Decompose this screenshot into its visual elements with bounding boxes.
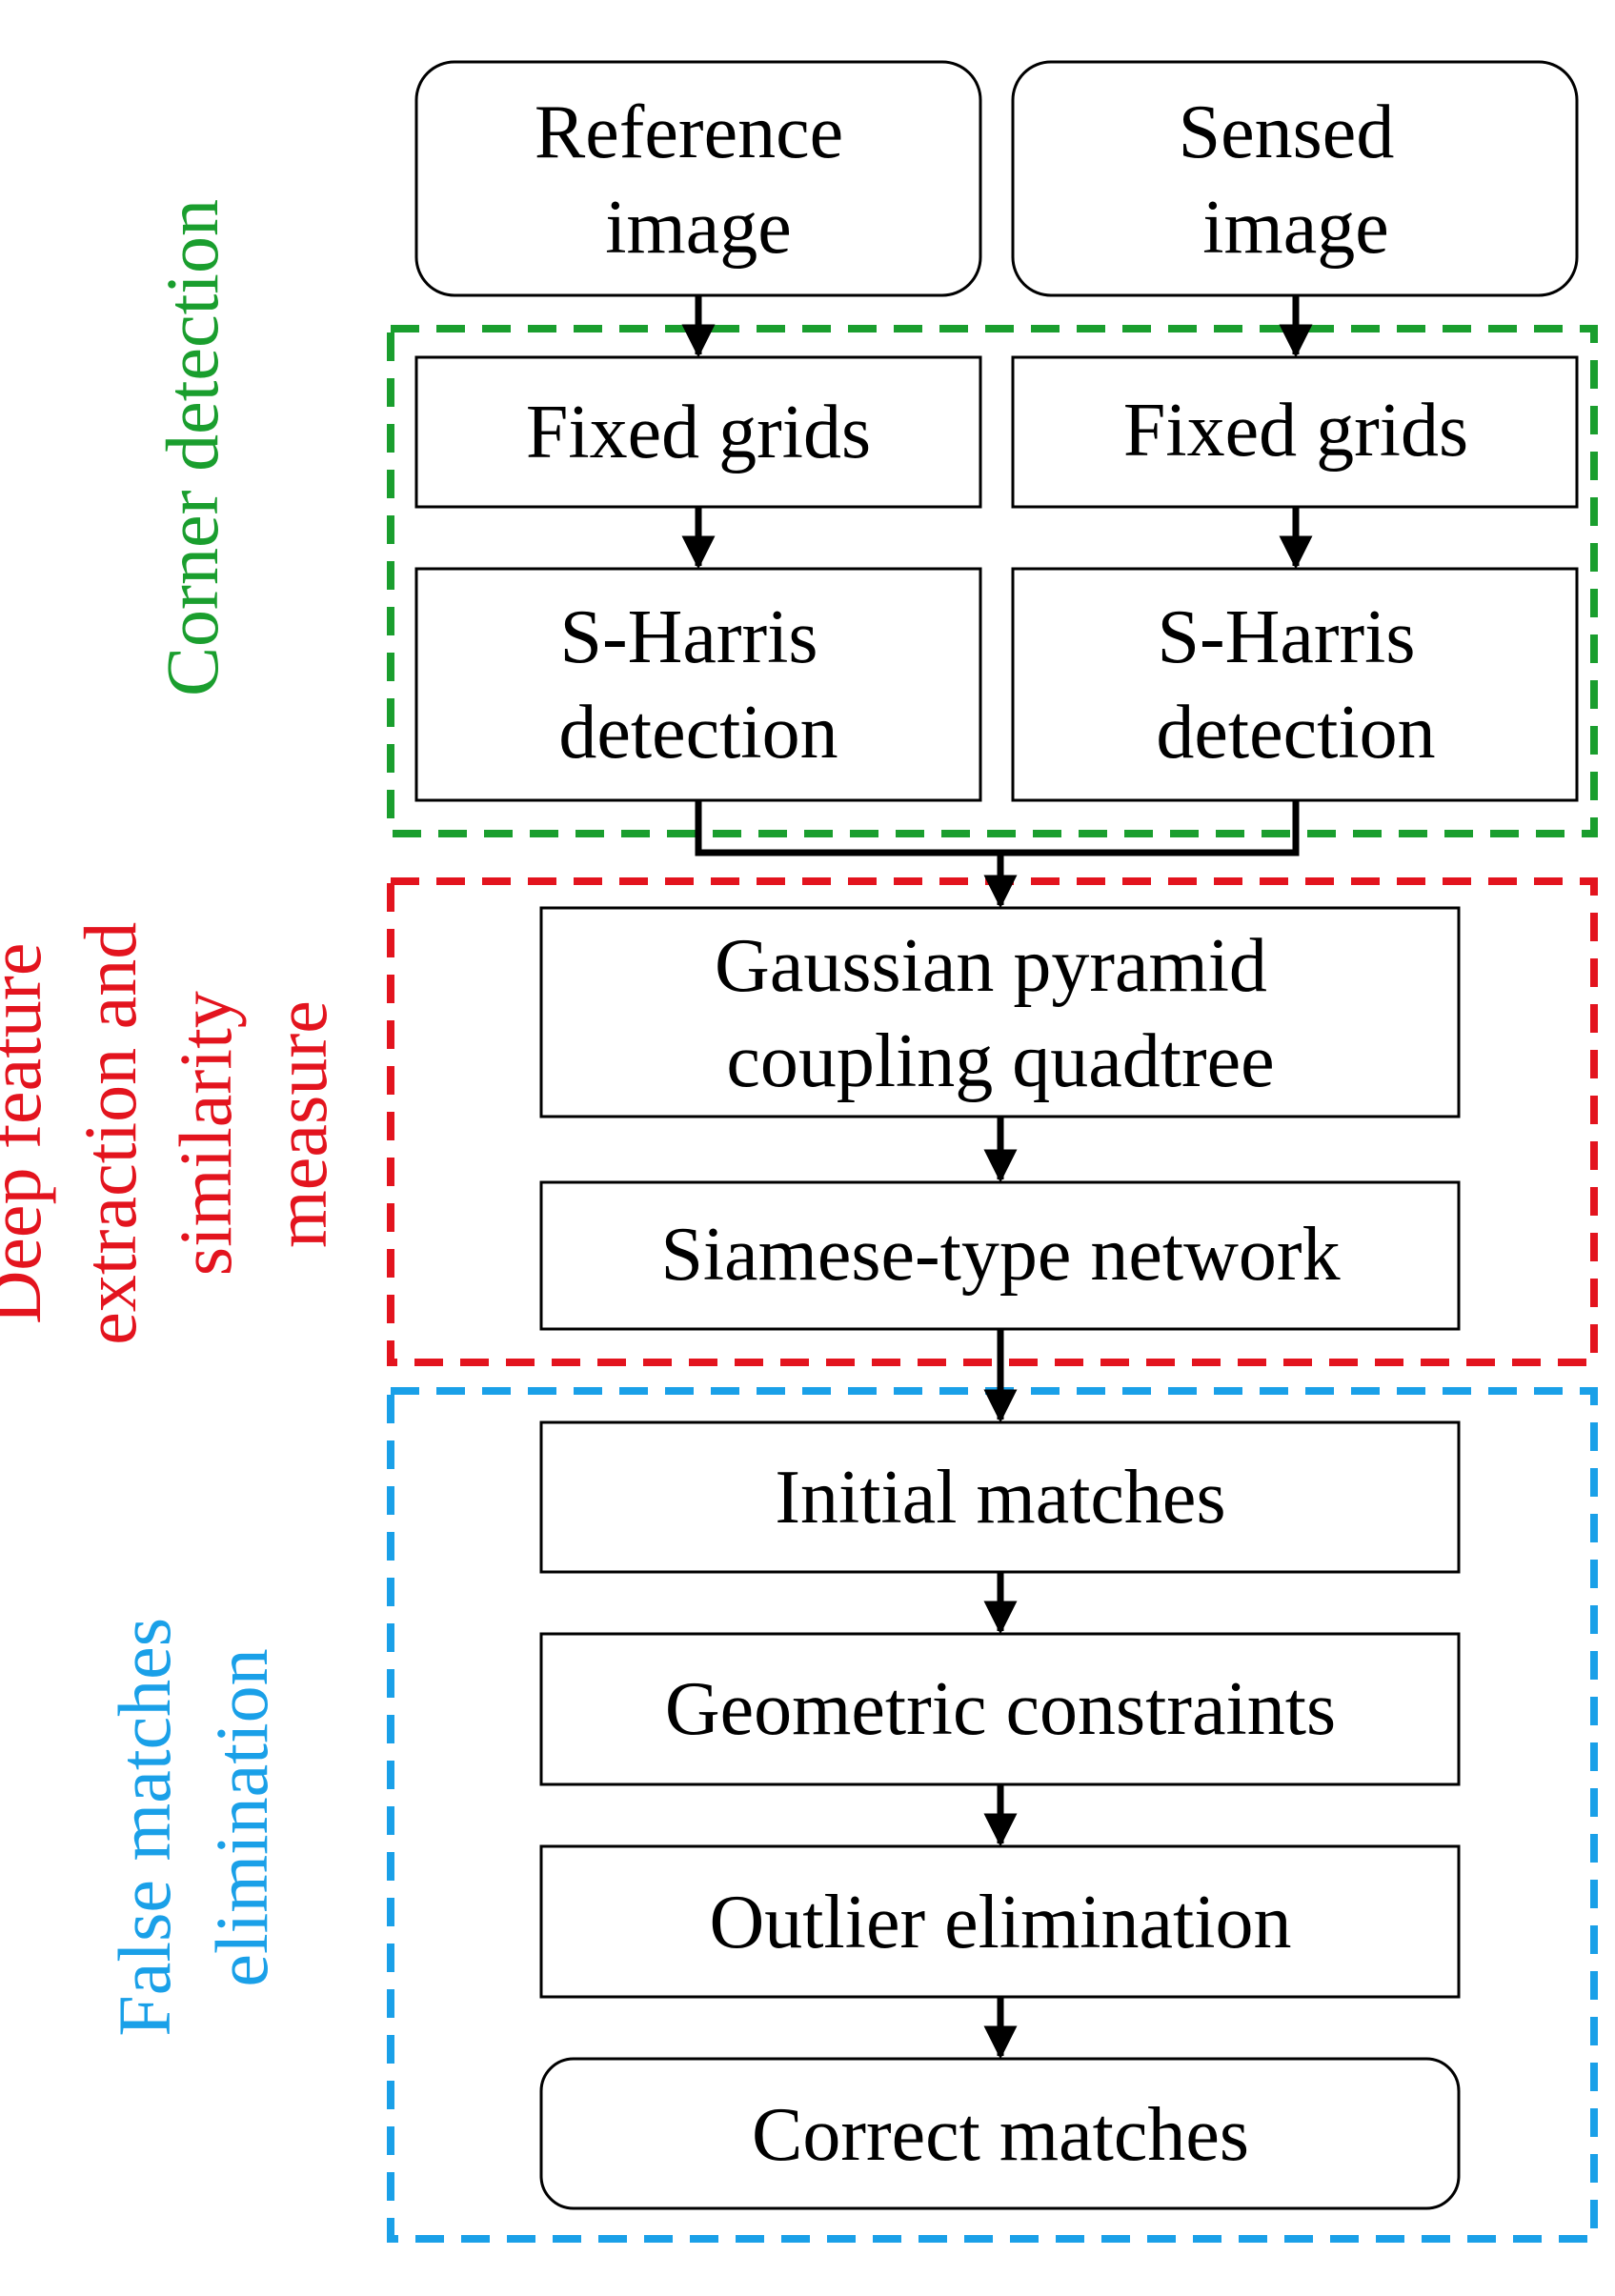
gaussian-pyramid-box	[539, 906, 1461, 1118]
corner-detection-label: Corner detection	[151, 199, 233, 696]
gaussian-pyramid-text: Gaussian pyramid coupling quadtree	[715, 924, 1286, 1103]
corner-detection-frame	[387, 325, 1598, 837]
false-matches-label: False matches elimination	[103, 1599, 283, 2036]
outlier-elimination-box	[539, 1844, 1461, 1999]
sensed-sharris-text: S-Harris detection	[1156, 595, 1435, 775]
deep-feature-label: Deep feature extraction and similarity m…	[0, 903, 342, 1344]
geometric-constraints-box	[539, 1632, 1461, 1786]
correct-matches-box	[539, 2057, 1461, 2210]
siamese-network-text: Siamese-type network	[660, 1213, 1340, 1297]
sensed-image-box	[1011, 60, 1579, 297]
sensed-fixed-grids-box	[1011, 355, 1579, 509]
initial-matches-text: Initial matches	[775, 1456, 1225, 1540]
sensed-image-text: Sensed image	[1179, 91, 1414, 270]
sensed-fixed-grids-text: Fixed grids	[1123, 389, 1468, 473]
initial-matches-box	[539, 1420, 1461, 1574]
connector-sharris-merge	[695, 800, 1300, 856]
geometric-constraints-text: Geometric constraints	[665, 1667, 1336, 1751]
ref-sharris-box	[414, 567, 982, 802]
correct-matches-text: Correct matches	[752, 2093, 1249, 2177]
sensed-sharris-box	[1011, 567, 1579, 802]
ref-fixed-grids-box	[414, 355, 982, 509]
outlier-elimination-text: Outlier elimination	[710, 1881, 1292, 1964]
ref-image-box	[414, 60, 982, 297]
ref-image-text: Reference image	[535, 91, 862, 270]
ref-sharris-text: S-Harris detection	[558, 595, 838, 775]
siamese-network-box	[539, 1180, 1461, 1331]
ref-fixed-grids-text: Fixed grids	[526, 391, 871, 474]
